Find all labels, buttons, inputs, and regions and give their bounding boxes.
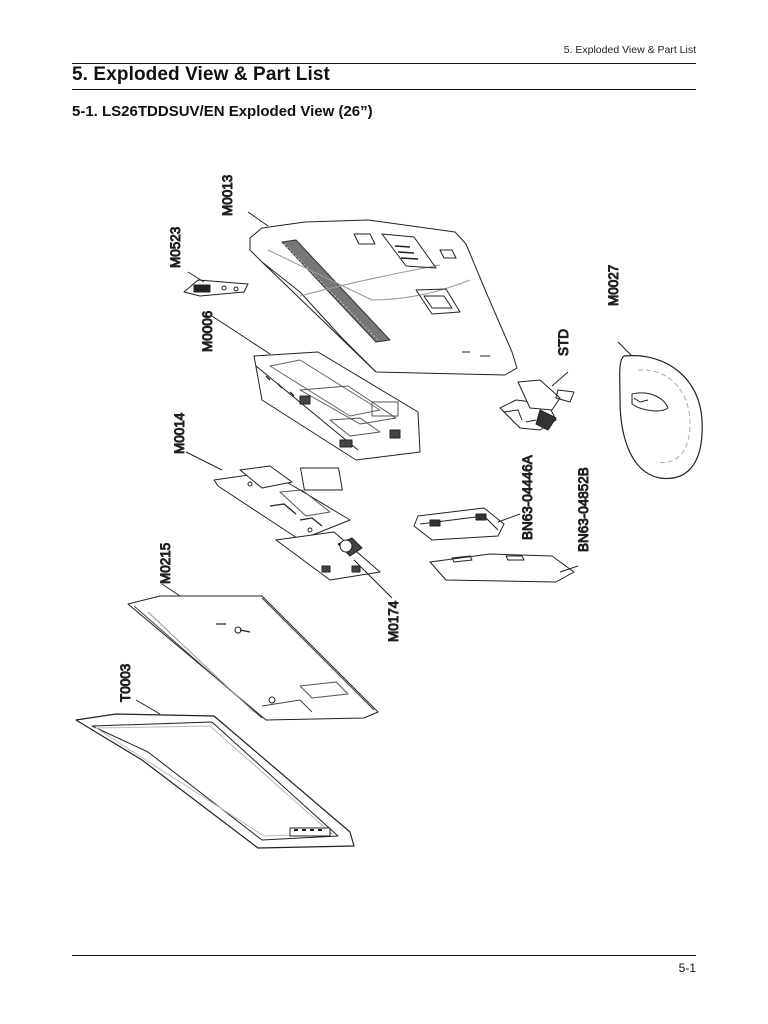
label-m0523: M0523 bbox=[168, 227, 183, 268]
label-bn63-04446a: BN63-04446A bbox=[520, 455, 535, 540]
label-m0014: M0014 bbox=[172, 412, 187, 454]
page-title: 5. Exploded View & Part List bbox=[72, 64, 330, 85]
interface-board-part bbox=[185, 451, 351, 541]
running-header: 5. Exploded View & Part List bbox=[563, 44, 696, 56]
bn63-04852b-part bbox=[429, 553, 579, 583]
main-board-part bbox=[211, 315, 421, 461]
stand-base-part bbox=[617, 341, 703, 480]
front-bezel-part bbox=[75, 699, 355, 849]
power-board-part bbox=[275, 531, 393, 599]
label-bn63-04852b: BN63-04852B bbox=[576, 467, 591, 552]
bracket-part bbox=[183, 271, 249, 297]
stand-neck-part bbox=[499, 371, 575, 431]
label-m0006: M0006 bbox=[200, 311, 215, 352]
lcd-panel-part bbox=[127, 583, 379, 721]
section-title: 5-1. LS26TDDSUV/EN Exploded View (26”) bbox=[72, 103, 373, 120]
label-t0003: T0003 bbox=[118, 664, 133, 702]
label-m0215: M0215 bbox=[158, 543, 173, 584]
bn63-04446a-part bbox=[413, 507, 521, 541]
label-m0013: M0013 bbox=[220, 175, 235, 216]
page-number: 5-1 bbox=[678, 961, 696, 975]
label-m0027: M0027 bbox=[606, 265, 621, 306]
label-m0174: M0174 bbox=[386, 600, 401, 642]
rear-cover-part bbox=[247, 211, 518, 376]
title-rule-top bbox=[72, 63, 696, 65]
footer-rule bbox=[72, 955, 696, 956]
title-rule-bottom bbox=[72, 89, 696, 90]
label-std: STD bbox=[556, 329, 571, 356]
